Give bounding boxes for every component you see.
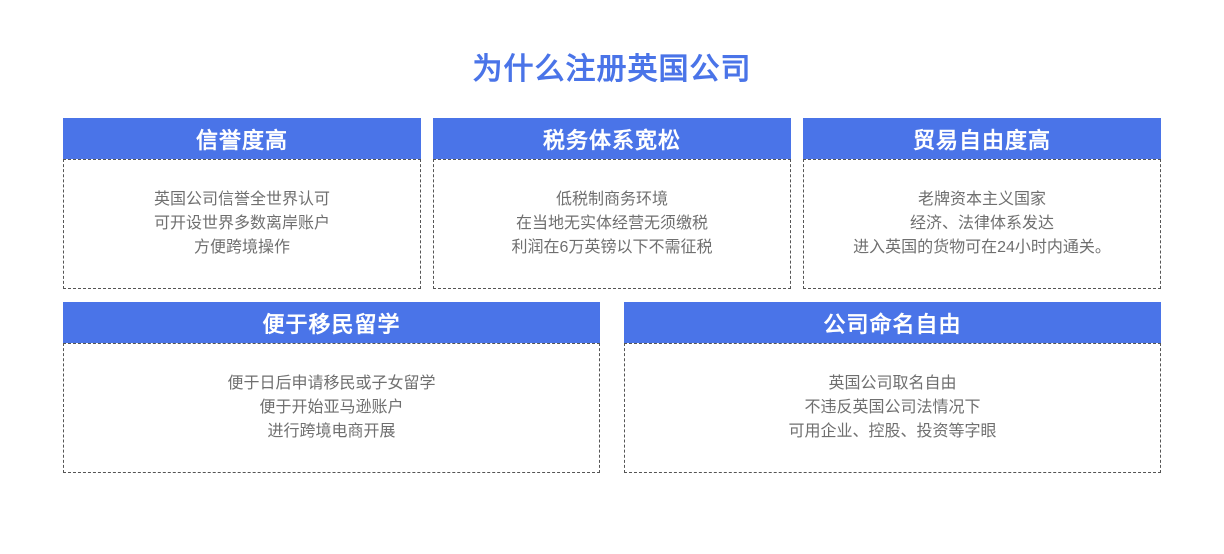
card-row-top: 信誉度高 英国公司信誉全世界认可 可开设世界多数离岸账户 方便跨境操作 税务体系… bbox=[63, 118, 1161, 289]
card-immigration-study-header: 便于移民留学 bbox=[63, 302, 600, 343]
card-text-line: 低税制商务环境 bbox=[555, 191, 668, 208]
card-trade-freedom: 贸易自由度高 老牌资本主义国家 经济、法律体系发达 进入英国的货物可在24小时内… bbox=[803, 118, 1161, 289]
card-tax-system-body: 低税制商务环境 在当地无实体经营无须缴税 利润在6万英镑以下不需征税 bbox=[433, 159, 791, 289]
card-company-naming: 公司命名自由 英国公司取名自由 不违反英国公司法情况下 可用企业、控股、投资等字… bbox=[624, 302, 1161, 473]
card-company-naming-header: 公司命名自由 bbox=[624, 302, 1161, 343]
card-text-line: 经济、法律体系发达 bbox=[909, 215, 1054, 232]
card-row-bottom: 便于移民留学 便于日后申请移民或子女留学 便于开始亚马逊账户 进行跨境电商开展 … bbox=[63, 302, 1161, 473]
card-immigration-study: 便于移民留学 便于日后申请移民或子女留学 便于开始亚马逊账户 进行跨境电商开展 bbox=[63, 302, 600, 473]
card-tax-system: 税务体系宽松 低税制商务环境 在当地无实体经营无须缴税 利润在6万英镑以下不需征… bbox=[433, 118, 791, 289]
card-text-line: 便于开始亚马逊账户 bbox=[259, 399, 404, 416]
card-text-line: 便于日后申请移民或子女留学 bbox=[227, 375, 436, 392]
card-text-line: 方便跨境操作 bbox=[193, 239, 290, 256]
card-credibility-body: 英国公司信誉全世界认可 可开设世界多数离岸账户 方便跨境操作 bbox=[63, 159, 421, 289]
card-text-line: 老牌资本主义国家 bbox=[917, 191, 1046, 208]
card-text-line: 可用企业、控股、投资等字眼 bbox=[788, 423, 997, 440]
card-text-line: 英国公司取名自由 bbox=[828, 375, 957, 392]
card-text-line: 英国公司信誉全世界认可 bbox=[153, 191, 330, 208]
card-credibility: 信誉度高 英国公司信誉全世界认可 可开设世界多数离岸账户 方便跨境操作 bbox=[63, 118, 421, 289]
card-text-line: 利润在6万英镑以下不需征税 bbox=[511, 239, 713, 256]
card-company-naming-body: 英国公司取名自由 不违反英国公司法情况下 可用企业、控股、投资等字眼 bbox=[624, 343, 1161, 473]
card-trade-freedom-header: 贸易自由度高 bbox=[803, 118, 1161, 159]
card-tax-system-header: 税务体系宽松 bbox=[433, 118, 791, 159]
card-text-line: 在当地无实体经营无须缴税 bbox=[515, 215, 708, 232]
cards-container: 信誉度高 英国公司信誉全世界认可 可开设世界多数离岸账户 方便跨境操作 税务体系… bbox=[0, 118, 1224, 473]
card-text-line: 进行跨境电商开展 bbox=[267, 423, 396, 440]
card-credibility-header: 信誉度高 bbox=[63, 118, 421, 159]
card-text-line: 不违反英国公司法情况下 bbox=[804, 399, 981, 416]
card-trade-freedom-body: 老牌资本主义国家 经济、法律体系发达 进入英国的货物可在24小时内通关。 bbox=[803, 159, 1161, 289]
page-title: 为什么注册英国公司 bbox=[472, 53, 752, 86]
card-text-line: 可开设世界多数离岸账户 bbox=[153, 215, 330, 232]
card-text-line: 进入英国的货物可在24小时内通关。 bbox=[853, 239, 1111, 256]
card-immigration-study-body: 便于日后申请移民或子女留学 便于开始亚马逊账户 进行跨境电商开展 bbox=[63, 343, 600, 473]
